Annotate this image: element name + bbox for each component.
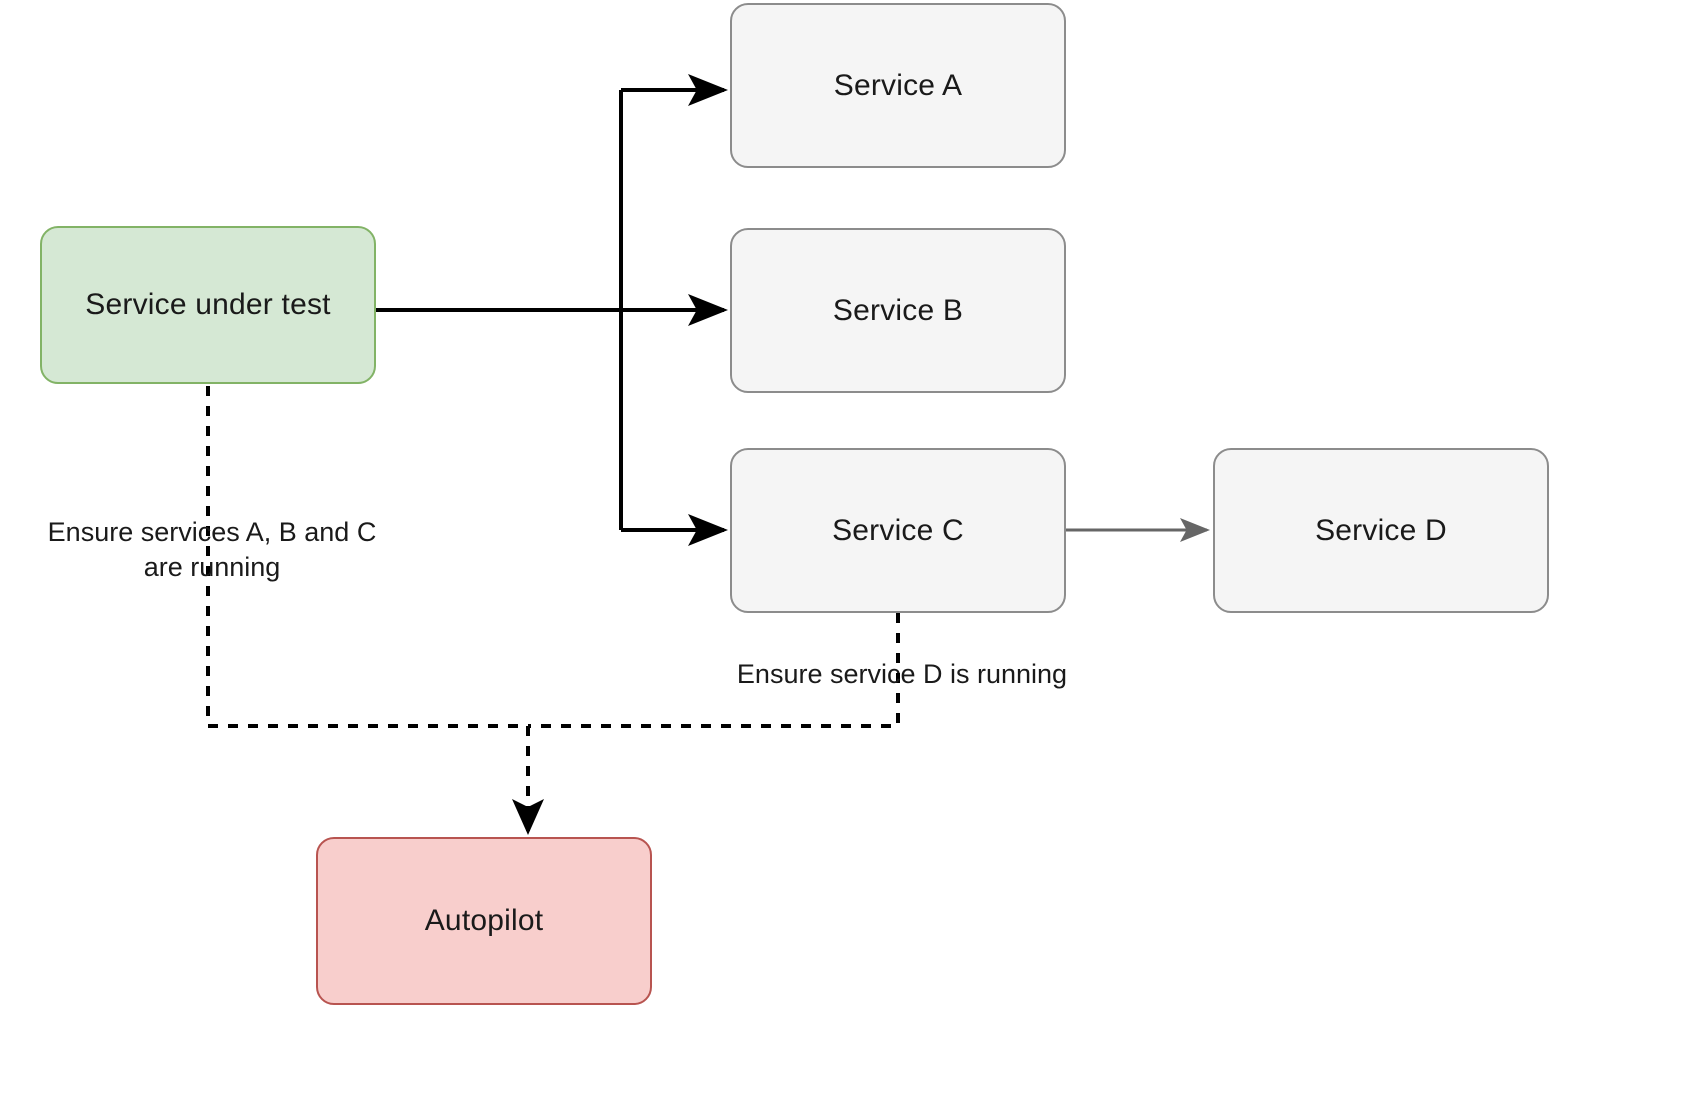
node-service-under-test[interactable]: Service under test	[40, 226, 376, 384]
node-label-service-under-test: Service under test	[85, 288, 331, 321]
node-label-service-d: Service D	[1315, 513, 1447, 547]
edge-sut-to-autopilot	[206, 386, 544, 835]
node-label-service-a: Service A	[833, 68, 963, 102]
node-service-c[interactable]: Service C	[730, 448, 1066, 613]
edge-label-ensure-d: Ensure service D is running	[736, 659, 1068, 689]
node-service-b[interactable]: Service B	[730, 228, 1066, 393]
node-service-a[interactable]: Service A	[730, 3, 1066, 168]
node-label-autopilot: Autopilot	[424, 904, 544, 937]
edge-label-ensure-abc: Ensure services A, B and C are running	[47, 517, 377, 582]
node-label-service-c: Service C	[832, 513, 964, 547]
node-autopilot[interactable]: Autopilot	[316, 837, 652, 1005]
node-label-service-b: Service B	[832, 293, 964, 327]
node-service-d[interactable]: Service D	[1213, 448, 1549, 613]
